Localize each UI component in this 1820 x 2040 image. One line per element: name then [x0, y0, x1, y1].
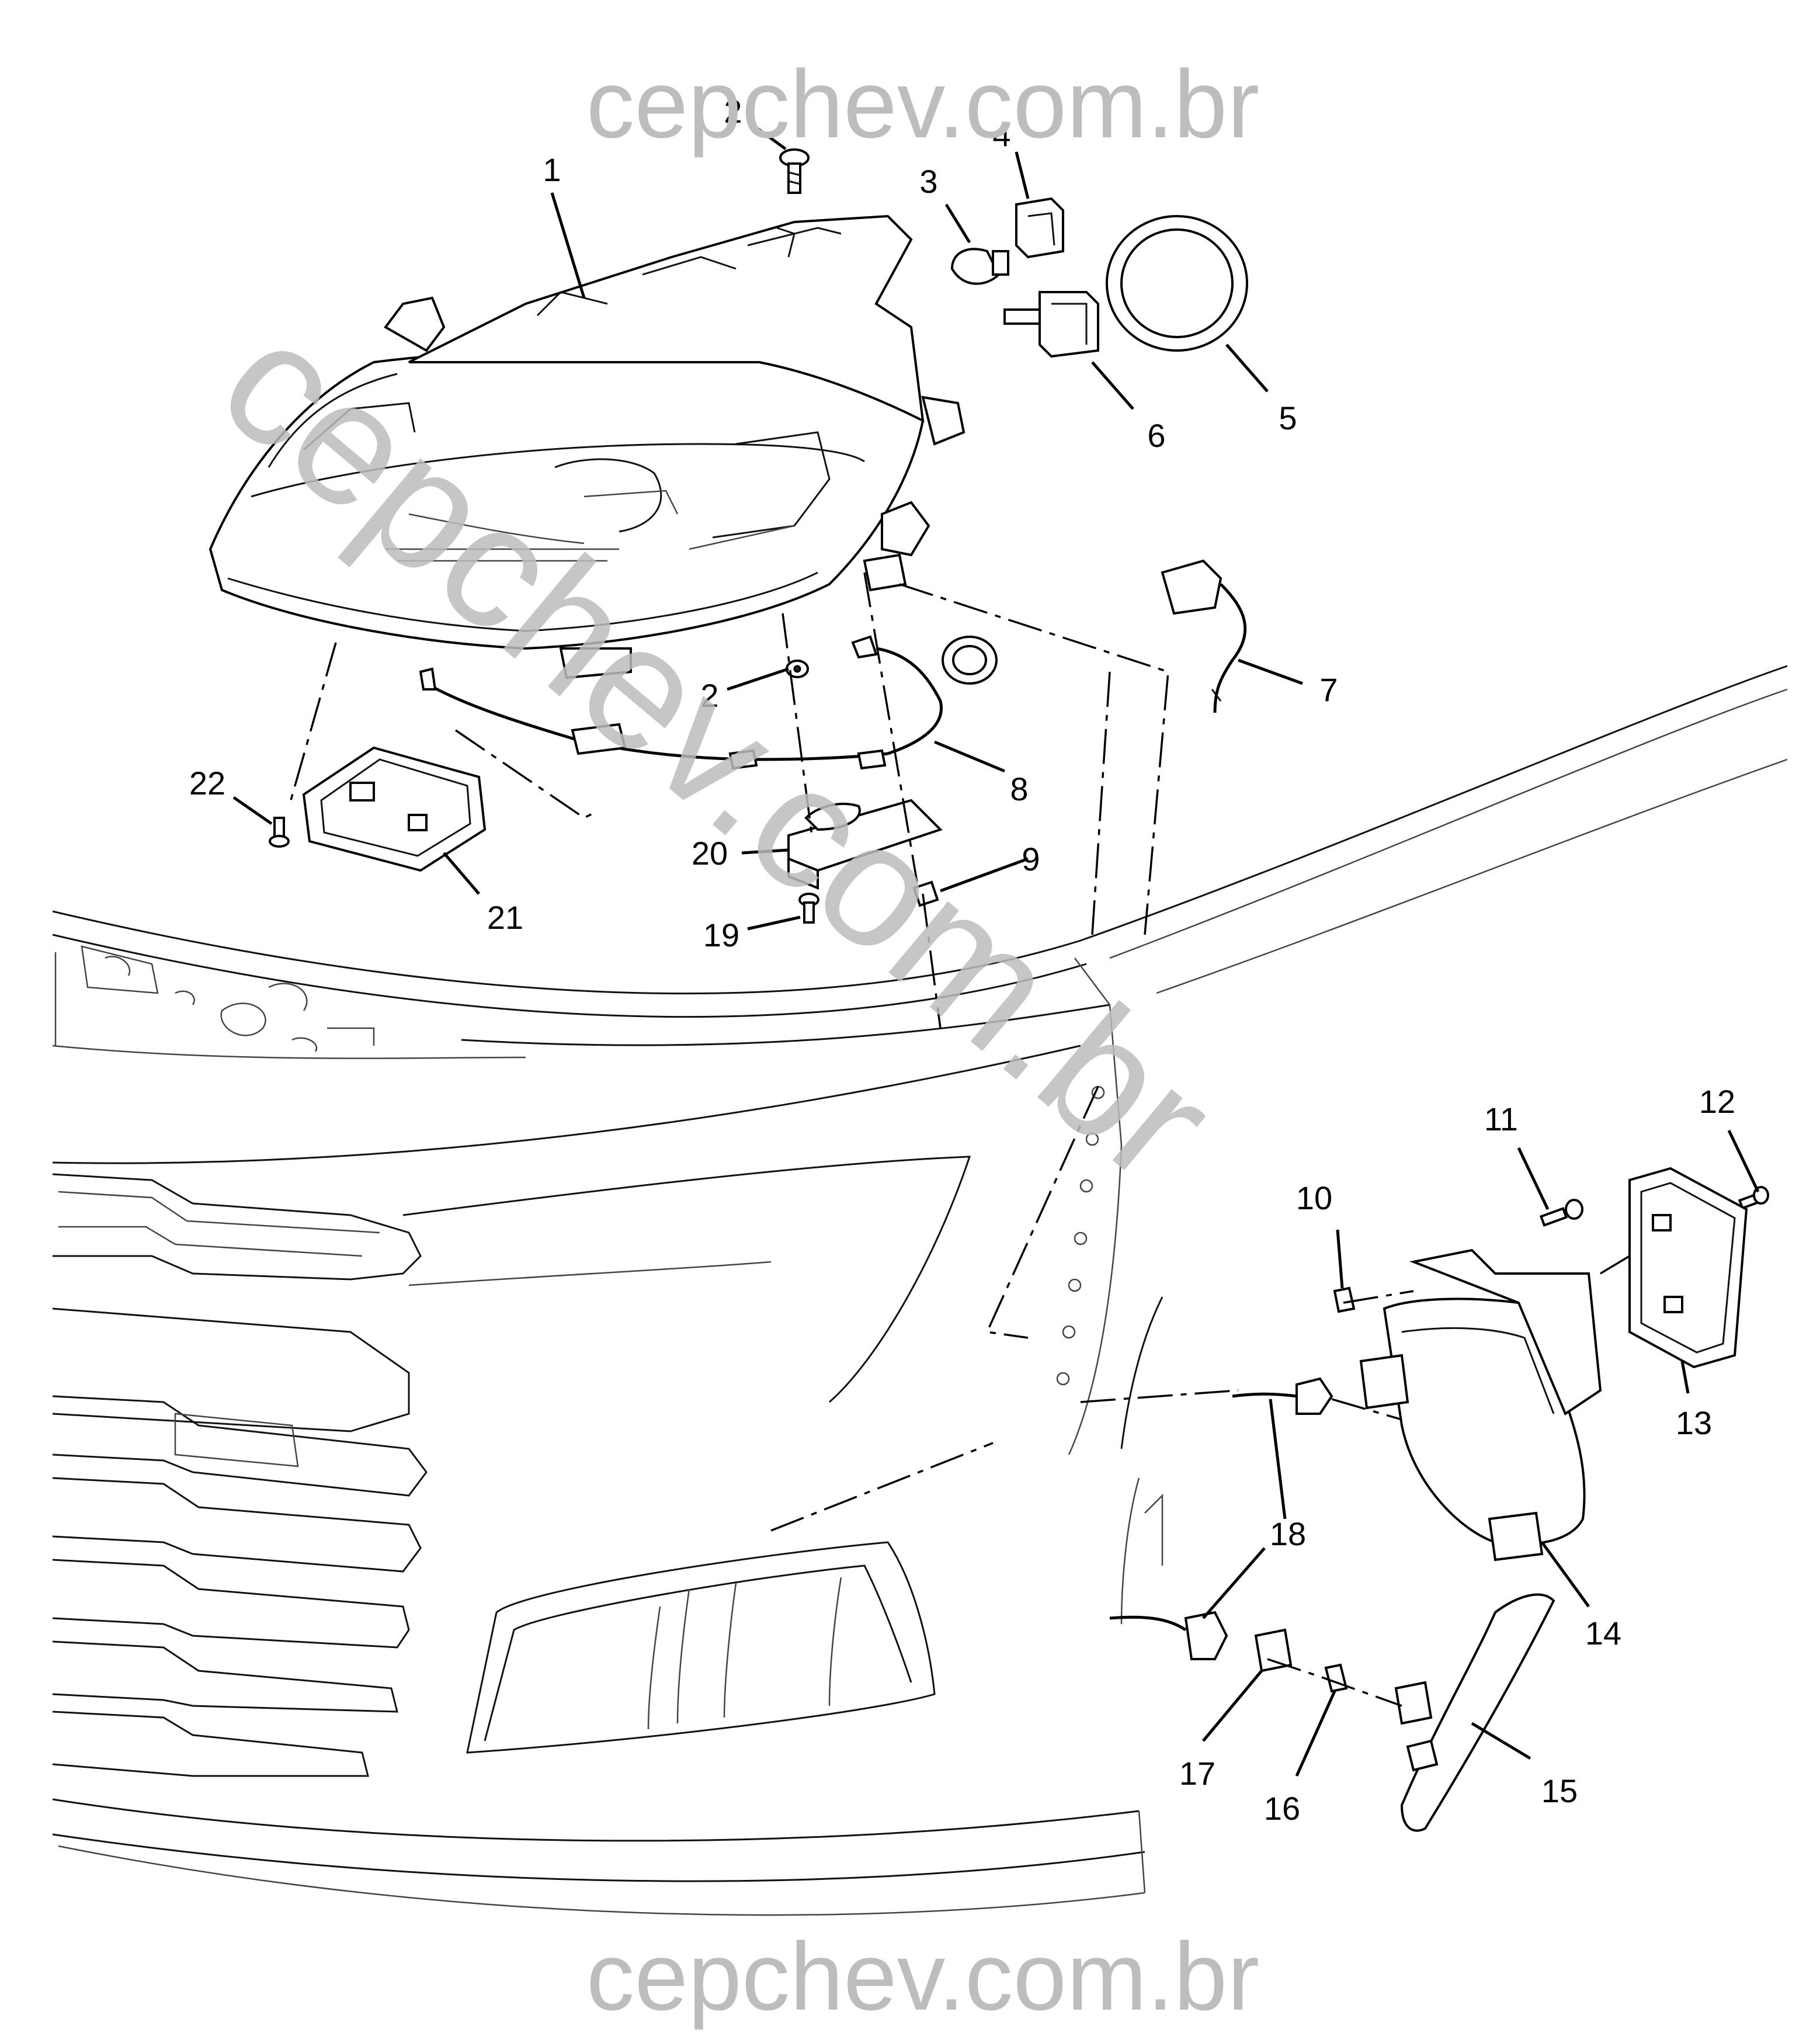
callout-6: 6 [1147, 417, 1165, 454]
callout-2-lower: 2 [700, 677, 718, 714]
socket-17 [1254, 1628, 1293, 1673]
fog-lamp-assembly-14 [1359, 1248, 1602, 1562]
callout-8: 8 [1010, 771, 1028, 807]
alignment-lines [288, 572, 1630, 1707]
clip-9 [912, 880, 939, 907]
callout-20: 20 [692, 835, 728, 872]
callout-11: 11 [1484, 1101, 1518, 1137]
callout-18: 18 [1270, 1515, 1306, 1552]
screw-12 [1738, 1186, 1769, 1210]
wiring-harness-7 [1161, 559, 1247, 713]
callout-16: 16 [1264, 1790, 1300, 1827]
screw-22 [269, 817, 290, 848]
callout-10: 10 [1296, 1179, 1332, 1216]
callout-17: 17 [1179, 1755, 1215, 1792]
side-marker-lamp-15 [1394, 1593, 1555, 1832]
hid-bulb-6 [1003, 291, 1099, 358]
callout-12: 12 [1699, 1083, 1735, 1120]
callout-5: 5 [1279, 400, 1297, 436]
bulb-3 [950, 248, 1009, 285]
module-20 [787, 799, 943, 890]
ballast-module-21 [302, 746, 487, 872]
callout-2-top: 2 [724, 93, 742, 130]
callout-15: 15 [1541, 1772, 1578, 1809]
wiring-harness-8 [419, 635, 998, 770]
callout-9: 9 [1022, 841, 1040, 877]
bolt-19 [798, 893, 819, 924]
bracket-10 [1333, 1286, 1356, 1313]
callout-22: 22 [189, 765, 225, 802]
bolt-11 [1539, 1199, 1583, 1227]
bulb-socket-4 [1015, 197, 1064, 259]
control-module-13 [1628, 1167, 1748, 1369]
callout-21: 21 [487, 899, 523, 936]
callout-14: 14 [1585, 1615, 1621, 1652]
callout-3: 3 [919, 163, 937, 200]
retaining-ring-5 [1106, 215, 1248, 352]
callout-1: 1 [543, 151, 561, 188]
watermark-top: cepchev.com.br [586, 50, 1259, 158]
watermark-bottom: cepchev.com.br [586, 1923, 1259, 2030]
front-fascia-outline [52, 665, 1788, 1916]
connector-18 [1109, 1377, 1333, 1660]
leader-lines [232, 124, 1760, 1777]
headlamp-assembly [209, 214, 965, 679]
callout-4: 4 [992, 116, 1010, 153]
callout-19: 19 [703, 917, 739, 953]
screw-2-top [779, 148, 810, 194]
callout-13: 13 [1676, 1404, 1712, 1441]
callout-7: 7 [1319, 671, 1338, 708]
callouts: 1 2 2 3 4 5 6 7 8 9 10 11 12 13 14 15 16… [189, 93, 1735, 1827]
bulb-16 [1324, 1663, 1348, 1693]
